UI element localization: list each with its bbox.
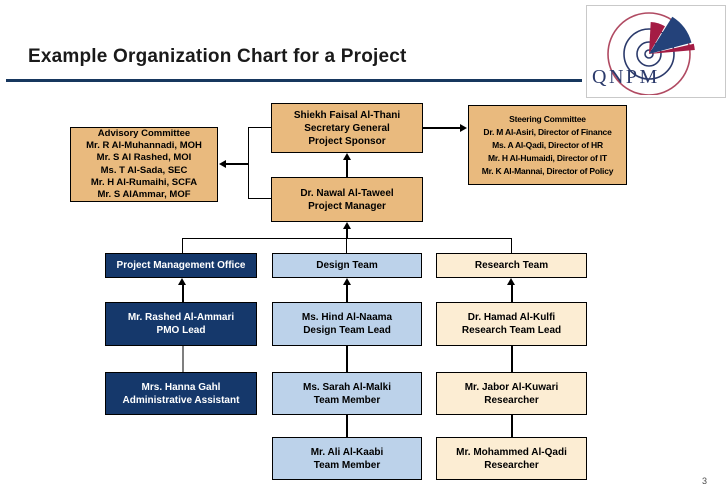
arrowhead-into-design-header — [342, 278, 351, 285]
node-line: Project Manager — [308, 200, 386, 212]
node-project-manager: Dr. Nawal Al-Taweel Project Manager — [271, 177, 423, 222]
node-design-member-1: Ms. Sarah Al-Malki Team Member — [272, 372, 422, 415]
node-line: Ms. Hind Al-Naama — [301, 312, 393, 323]
connector-distribution-line — [182, 238, 512, 239]
connector-design-lead-header — [346, 284, 348, 302]
node-line: Dr. M Al-Asiri, Director of Finance — [483, 126, 612, 137]
node-design-lead: Ms. Hind Al-Naama Design Team Lead — [272, 302, 422, 346]
node-line: Team Member — [313, 459, 381, 471]
node-research-team-header: Research Team — [436, 253, 587, 278]
slide-title: Example Organization Chart for a Project — [28, 46, 407, 67]
node-pmo-lead: Mr. Rashed Al-Ammari PMO Lead — [105, 302, 257, 346]
arrowhead-into-sponsor — [342, 153, 351, 160]
node-line: Research Team Lead — [461, 325, 562, 336]
node-line: Mr. S AlAmmar, MOF — [97, 189, 191, 201]
arrowhead-into-advisory — [219, 159, 226, 168]
connector-design-lead-member — [346, 346, 348, 372]
connector-bracket-to-sponsor — [248, 127, 271, 128]
connector-pmo-lead-header — [181, 284, 184, 302]
connector-pm-stem — [346, 228, 348, 238]
node-line: Researcher — [484, 459, 539, 471]
node-line: Ms. T Al-Sada, SEC — [100, 164, 188, 176]
connector-research-member1-member2 — [511, 415, 513, 437]
arrowhead-into-steering — [460, 123, 467, 132]
node-pmo-header: Project Management Office — [105, 253, 257, 278]
node-line: Advisory Committee — [97, 127, 191, 139]
node-line: Team Member — [313, 394, 381, 406]
page-number: 3 — [702, 476, 708, 486]
node-line: Ms. A Al-Qadi, Director of HR — [492, 139, 603, 150]
node-line: Mr. Mohammed Al-Qadi — [456, 446, 567, 458]
connector-drop-design — [346, 238, 347, 253]
connector-sponsor-steering — [423, 127, 461, 129]
node-line: Steering Committee — [509, 113, 586, 124]
node-line: Ms. Sarah Al-Malki — [303, 381, 391, 393]
connector-pm-sponsor — [346, 159, 348, 177]
node-research-member-1: Mr. Jabor Al-Kuwari Researcher — [436, 372, 587, 415]
node-line: Secretary General — [304, 122, 390, 134]
node-line: Administrative Assistant — [122, 394, 240, 406]
node-research-lead: Dr. Hamad Al-Kulfi Research Team Lead — [436, 302, 587, 346]
node-line: Mrs. Hanna Gahl — [141, 381, 221, 393]
node-line: Mr. H Al-Humaidi, Director of IT — [488, 152, 607, 163]
node-advisory-committee: Advisory Committee Mr. R Al-Muhannadi, M… — [70, 127, 218, 202]
title-underline — [6, 79, 582, 82]
connector-bracket-to-advisory — [226, 163, 248, 165]
connector-research-lead-header — [510, 284, 513, 302]
node-line: Mr. K Al-Mannai, Director of Policy — [481, 165, 614, 176]
node-line: Researcher — [484, 394, 539, 406]
node-line: Dr. Hamad Al-Kulfi — [467, 312, 556, 323]
arrowhead-into-research-header — [507, 278, 515, 285]
node-line: Mr. R Al-Muhannadi, MOH — [86, 139, 202, 151]
node-line: Mr. Jabor Al-Kuwari — [464, 381, 559, 393]
node-line: Shiekh Faisal Al-Thani — [293, 109, 401, 121]
node-design-member-2: Mr. Ali Al-Kaabi Team Member — [272, 437, 422, 480]
node-line: Dr. Nawal Al-Taweel — [300, 187, 394, 199]
node-line: Mr. H Al-Rumaihi, SCFA — [90, 176, 198, 188]
connector-drop-research — [511, 238, 512, 253]
connector-bracket-to-pm — [248, 198, 271, 199]
node-steering-committee: Steering Committee Dr. M Al-Asiri, Direc… — [468, 105, 627, 185]
node-line: Project Management Office — [116, 260, 246, 271]
node-line: Design Team Lead — [303, 325, 391, 336]
node-line: Design Team — [316, 260, 378, 271]
qnpm-logo-text: QNPM — [592, 66, 660, 88]
node-line: Mr. Rashed Al-Ammari — [127, 312, 235, 323]
qnpm-logo: QNPM — [586, 5, 726, 98]
connector-drop-pmo — [182, 238, 183, 253]
connector-research-lead-member — [511, 346, 513, 372]
connector-left-bracket — [248, 127, 249, 199]
node-project-sponsor: Shiekh Faisal Al-Thani Secretary General… — [271, 103, 423, 153]
connector-pmo-lead-member — [182, 346, 184, 372]
arrowhead-into-pm — [342, 222, 351, 229]
node-design-team-header: Design Team — [272, 253, 422, 278]
node-line: Research Team — [474, 260, 549, 271]
connector-design-member1-member2 — [346, 415, 348, 437]
node-line: Mr. S Al Rashed, MOI — [96, 152, 192, 164]
node-line: PMO Lead — [156, 325, 206, 336]
arrowhead-into-pmo-header — [178, 278, 186, 285]
node-pmo-admin-assistant: Mrs. Hanna Gahl Administrative Assistant — [105, 372, 257, 415]
node-line: Project Sponsor — [308, 135, 386, 147]
node-research-member-2: Mr. Mohammed Al-Qadi Researcher — [436, 437, 587, 480]
node-line: Mr. Ali Al-Kaabi — [310, 446, 384, 458]
